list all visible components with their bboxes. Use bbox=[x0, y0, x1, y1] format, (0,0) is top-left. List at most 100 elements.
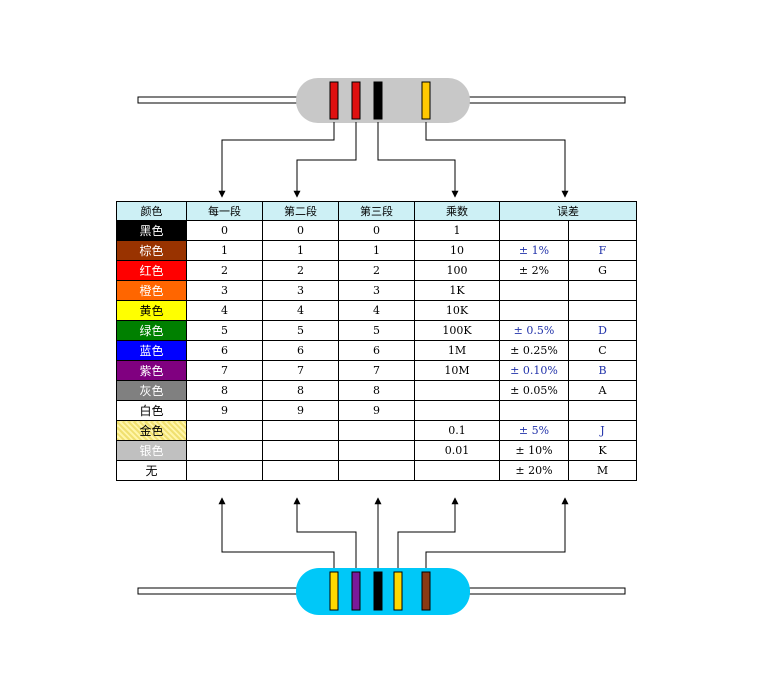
tolerance-code-cell bbox=[568, 400, 637, 421]
band2-digit-cell: 8 bbox=[262, 380, 339, 401]
band3-digit-cell: 4 bbox=[338, 300, 415, 321]
tolerance-code-cell: F bbox=[568, 240, 637, 261]
tolerance-cell: ± 0.25% bbox=[499, 340, 569, 361]
resistor-bottom-lead-left bbox=[137, 587, 301, 595]
resistor-bottom-band bbox=[351, 571, 361, 611]
resistor-top-lead-left bbox=[137, 96, 301, 104]
multiplier-cell: 10M bbox=[414, 360, 500, 381]
band3-digit-cell: 2 bbox=[338, 260, 415, 281]
color-name-cell: 黄色 bbox=[116, 300, 187, 321]
resistor-top-band bbox=[421, 81, 431, 120]
band2-digit-cell: 7 bbox=[262, 360, 339, 381]
tolerance-cell: ± 5% bbox=[499, 420, 569, 441]
band1-digit-cell bbox=[186, 460, 263, 481]
multiplier-cell: 1 bbox=[414, 220, 500, 241]
band3-digit-cell: 8 bbox=[338, 380, 415, 401]
header-multiplier: 乘数 bbox=[414, 201, 500, 221]
band3-digit-cell bbox=[338, 420, 415, 441]
color-name-cell: 橙色 bbox=[116, 280, 187, 301]
header-tolerance: 误差 bbox=[499, 201, 637, 221]
band1-digit-cell: 7 bbox=[186, 360, 263, 381]
band3-digit-cell bbox=[338, 460, 415, 481]
tolerance-cell: ± 0.05% bbox=[499, 380, 569, 401]
band1-digit-cell: 2 bbox=[186, 260, 263, 281]
multiplier-cell bbox=[414, 400, 500, 421]
tolerance-cell: ± 0.5% bbox=[499, 320, 569, 341]
connector-line bbox=[377, 122, 459, 198]
bottom-connectors bbox=[218, 497, 569, 572]
top-connectors bbox=[218, 122, 569, 198]
connector-line bbox=[293, 122, 357, 198]
connector-line bbox=[293, 497, 357, 572]
tolerance-cell bbox=[499, 400, 569, 421]
color-name-cell: 灰色 bbox=[116, 380, 187, 401]
resistor-top-band bbox=[351, 81, 361, 120]
band2-digit-cell: 3 bbox=[262, 280, 339, 301]
tolerance-code-cell: A bbox=[568, 380, 637, 401]
band1-digit-cell: 0 bbox=[186, 220, 263, 241]
multiplier-cell: 100K bbox=[414, 320, 500, 341]
connector-line bbox=[397, 497, 459, 572]
band2-digit-cell bbox=[262, 460, 339, 481]
header-band3: 第三段 bbox=[338, 201, 415, 221]
color-name-cell: 银色 bbox=[116, 440, 187, 461]
tolerance-cell: ± 1% bbox=[499, 240, 569, 261]
tolerance-cell bbox=[499, 280, 569, 301]
table-row: 无± 20%M bbox=[116, 460, 637, 481]
band1-digit-cell: 9 bbox=[186, 400, 263, 421]
band1-digit-cell: 6 bbox=[186, 340, 263, 361]
tolerance-code-cell: M bbox=[568, 460, 637, 481]
multiplier-cell: 0.1 bbox=[414, 420, 500, 441]
multiplier-cell: 1K bbox=[414, 280, 500, 301]
header-row: 颜色 每一段 第二段 第三段 乘数 误差 bbox=[116, 201, 637, 221]
band1-digit-cell: 8 bbox=[186, 380, 263, 401]
resistor-top-band bbox=[373, 81, 383, 120]
tolerance-code-cell bbox=[568, 300, 637, 321]
color-name-cell: 棕色 bbox=[116, 240, 187, 261]
color-name-cell: 红色 bbox=[116, 260, 187, 281]
color-name-cell: 白色 bbox=[116, 400, 187, 421]
resistor-top-body bbox=[296, 78, 470, 123]
band2-digit-cell: 5 bbox=[262, 320, 339, 341]
resistor-bottom-lead-right bbox=[465, 587, 626, 595]
tolerance-code-cell: D bbox=[568, 320, 637, 341]
band3-digit-cell: 7 bbox=[338, 360, 415, 381]
band2-digit-cell bbox=[262, 420, 339, 441]
multiplier-cell: 1M bbox=[414, 340, 500, 361]
tolerance-cell: ± 2% bbox=[499, 260, 569, 281]
header-band2: 第二段 bbox=[262, 201, 339, 221]
tolerance-cell bbox=[499, 220, 569, 241]
resistor-bottom bbox=[137, 568, 626, 615]
band1-digit-cell bbox=[186, 440, 263, 461]
color-name-cell: 蓝色 bbox=[116, 340, 187, 361]
connector-line bbox=[218, 122, 335, 198]
band3-digit-cell: 6 bbox=[338, 340, 415, 361]
resistor-top bbox=[137, 78, 626, 123]
band2-digit-cell: 1 bbox=[262, 240, 339, 261]
band1-digit-cell: 1 bbox=[186, 240, 263, 261]
band1-digit-cell bbox=[186, 420, 263, 441]
connector-line bbox=[218, 497, 335, 572]
band3-digit-cell: 3 bbox=[338, 280, 415, 301]
resistor-top-lead-right bbox=[465, 96, 626, 104]
color-name-cell: 紫色 bbox=[116, 360, 187, 381]
tolerance-code-cell: B bbox=[568, 360, 637, 381]
tolerance-cell bbox=[499, 300, 569, 321]
band2-digit-cell: 0 bbox=[262, 220, 339, 241]
band2-digit-cell: 4 bbox=[262, 300, 339, 321]
band2-digit-cell: 2 bbox=[262, 260, 339, 281]
color-name-cell: 金色 bbox=[116, 420, 187, 441]
band3-digit-cell: 0 bbox=[338, 220, 415, 241]
tolerance-code-cell: G bbox=[568, 260, 637, 281]
band2-digit-cell bbox=[262, 440, 339, 461]
